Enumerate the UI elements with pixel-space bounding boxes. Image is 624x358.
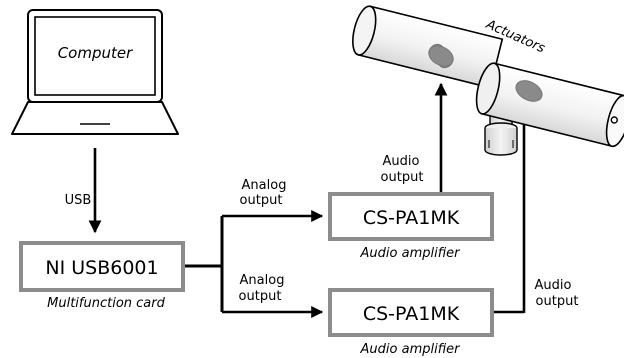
amplifier-bottom-title: CS-PA1MK: [363, 303, 460, 325]
analog-output-connectors: [185, 210, 324, 318]
actuator-left-pad: [428, 43, 454, 69]
audio-output-bottom-label-line2: output: [536, 294, 579, 309]
audio-output-top-label-line1: Audio: [383, 154, 420, 169]
audio-output-bottom-arrow: [494, 108, 531, 314]
analog-output-bottom-label-line1: Analog: [240, 273, 285, 288]
actuator-assembly-icon: [352, 5, 624, 156]
daq-card-title: NI USB6001: [45, 257, 158, 279]
daq-card-box: [19, 241, 185, 292]
amplifier-top-caption: Audio amplifier: [360, 246, 462, 261]
actuator-right-pad: [515, 80, 543, 102]
computer-laptop-icon: [11, 9, 179, 135]
amplifier-bottom-caption: Audio amplifier: [360, 342, 462, 357]
analog-output-bottom-label-line2: output: [239, 289, 282, 304]
analog-output-top-label-line2: output: [240, 193, 283, 208]
audio-output-bottom-label-line1: Audio: [535, 278, 572, 293]
amplifier-top-box: [328, 192, 494, 241]
amplifier-bottom-box: [328, 288, 494, 337]
amplifier-top-title: CS-PA1MK: [363, 207, 460, 229]
computer-label: Computer: [58, 44, 133, 62]
usb-label: USB: [65, 193, 92, 208]
daq-card-caption: Multifunction card: [47, 296, 165, 311]
analog-output-top-label-line1: Analog: [242, 178, 287, 193]
audio-output-top-label-line2: output: [381, 170, 424, 185]
actuator-left-tube: [352, 5, 504, 89]
